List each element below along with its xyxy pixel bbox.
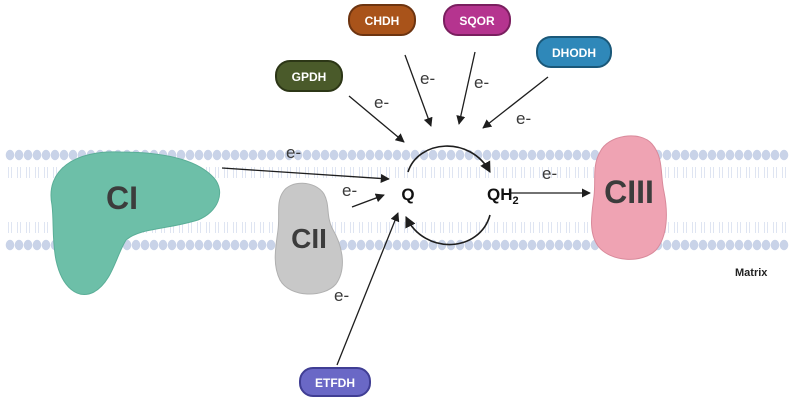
dhodh-to-q-arrow [482,76,549,129]
qh2-to-q-arrow [405,214,491,246]
complex-ii: CII [274,182,343,295]
electron-label-ciii: e- [542,164,557,183]
complex-iii-label: CIII [604,174,654,210]
enzyme-sqor: SQOR [443,4,511,36]
q-to-qh2-arrow [407,145,491,173]
quinone-label: Q [401,185,414,204]
enzyme-etfdh-pill [299,367,371,397]
enzyme-dhodh-pill [536,36,612,68]
enzyme-dhodh: DHODH [536,36,612,68]
complex-i-label: CI [106,180,138,216]
electron-label-cii: e- [342,181,357,200]
enzyme-gpdh: GPDH [275,60,343,92]
complex-ii-label: CII [291,223,327,254]
enzyme-gpdh-pill [275,60,343,92]
enzyme-etfdh-label: ETFDH [315,376,355,390]
etfdh-to-q-arrow [336,212,400,366]
electron-label-etfdh: e- [334,286,349,305]
matrix-label: Matrix [735,267,768,279]
ci-to-q-arrow [221,167,390,184]
electron-label-sqor: e- [474,73,489,92]
electron-label-gpdh: e- [374,93,389,112]
enzyme-chdh-label: CHDH [365,14,400,28]
electron-label-ci: e- [286,143,301,162]
chdh-to-q-arrow [404,54,433,127]
enzyme-dhodh-label: DHODH [552,46,596,60]
electron-label-dhodh: e- [516,109,531,128]
enzyme-chdh-pill [348,4,416,36]
complex-i: CI [50,151,220,295]
quinol-label: QH2 [487,185,519,207]
sqor-to-q-arrow [456,51,476,125]
cii-to-q-arrow [351,193,385,208]
gpdh-to-q-arrow [348,95,405,143]
enzyme-etfdh: ETFDH [299,367,371,397]
electron-label-chdh: e- [420,69,435,88]
enzyme-chdh: CHDH [348,4,416,36]
complex-iii: CIII [591,135,667,260]
enzyme-sqor-label: SQOR [459,14,495,28]
enzyme-gpdh-label: GPDH [292,70,327,84]
enzyme-sqor-pill [443,4,511,36]
